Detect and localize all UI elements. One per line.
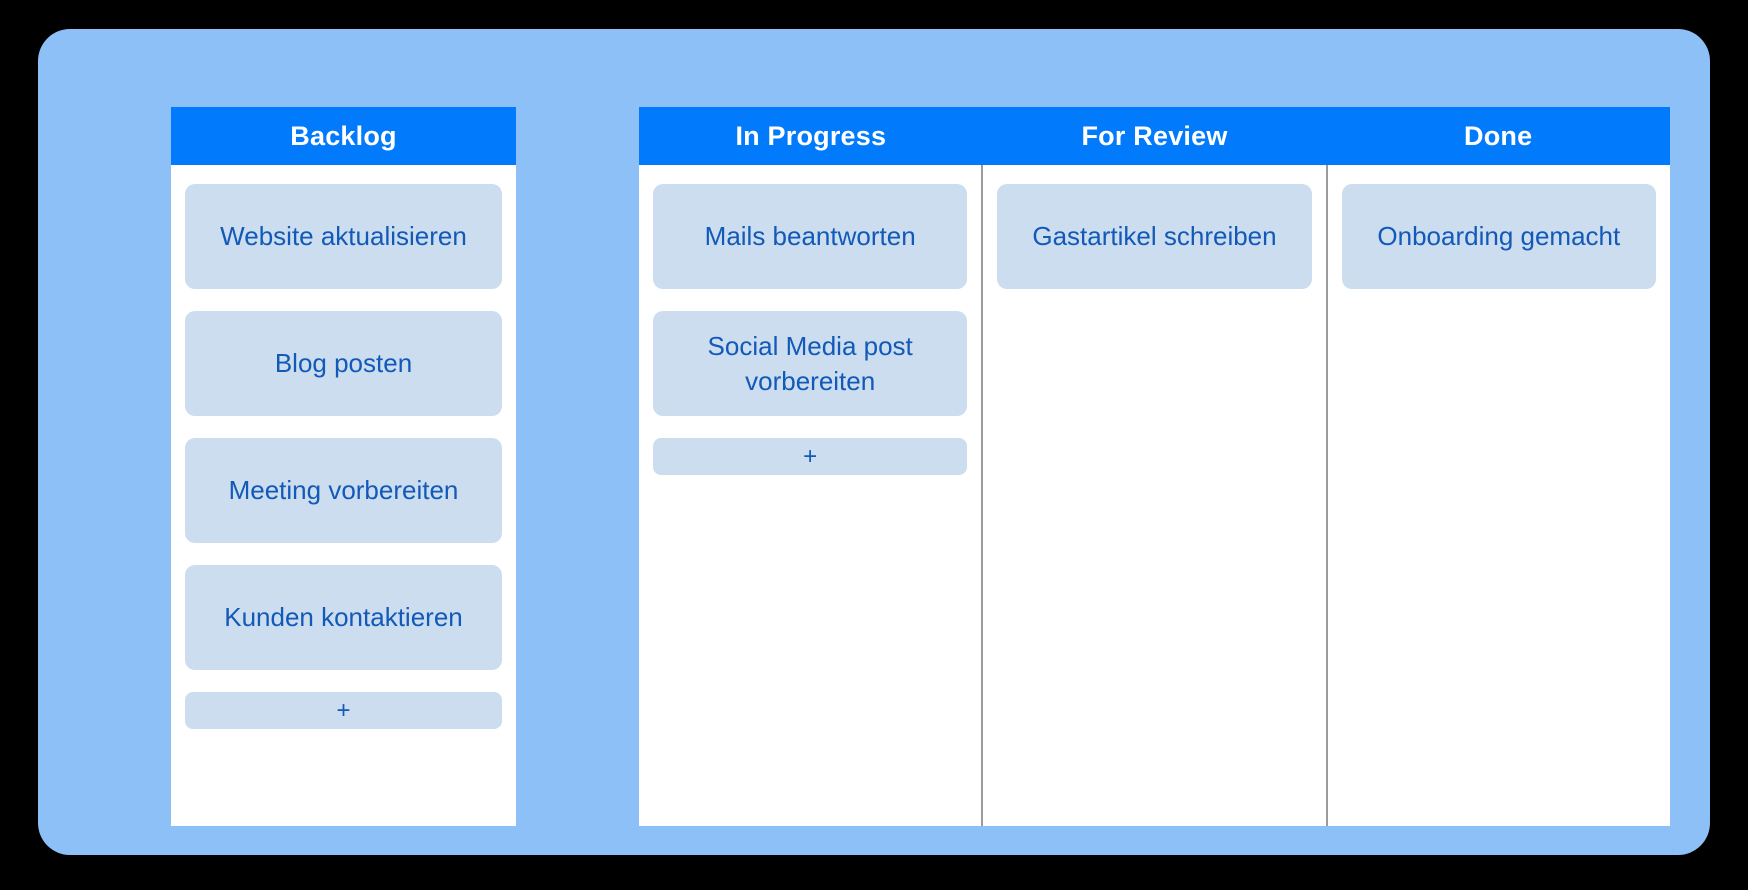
backlog-body-row: Website aktualisieren Blog posten Meetin… <box>171 165 516 826</box>
backlog-panel: Backlog Website aktualisieren Blog poste… <box>171 107 516 826</box>
column-body-backlog[interactable]: Website aktualisieren Blog posten Meetin… <box>171 165 516 826</box>
column-body-in-progress[interactable]: Mails beantworten Social Media post vorb… <box>639 165 981 826</box>
add-card-button-backlog[interactable]: + <box>185 692 502 729</box>
column-header-done[interactable]: Done <box>1464 120 1533 151</box>
column-body-for-review[interactable]: Gastartikel schreiben <box>981 165 1325 826</box>
task-card-title: Mails beantworten <box>704 221 916 252</box>
workflow-body-row: Mails beantworten Social Media post vorb… <box>639 165 1670 826</box>
task-card[interactable]: Gastartikel schreiben <box>997 184 1312 289</box>
task-card[interactable]: Website aktualisieren <box>185 184 502 289</box>
column-header-in-progress[interactable]: In Progress <box>735 120 887 151</box>
task-card[interactable]: Blog posten <box>185 311 502 416</box>
task-card[interactable]: Mails beantworten <box>653 184 968 289</box>
task-card-title: Kunden kontaktieren <box>224 602 463 633</box>
task-card-title: Meeting vorbereiten <box>228 475 459 506</box>
task-card[interactable]: Social Media post vorbereiten <box>653 311 968 416</box>
workflow-header-row: In Progress For Review Done <box>639 107 1670 165</box>
task-card-title: Blog posten <box>274 348 413 379</box>
task-card-title: Gastartikel schreiben <box>1032 221 1277 252</box>
column-header-backlog[interactable]: Backlog <box>290 120 397 151</box>
backlog-header-row: Backlog <box>171 107 516 165</box>
task-card[interactable]: Onboarding gemacht <box>1341 184 1656 289</box>
column-body-done[interactable]: Onboarding gemacht <box>1325 165 1670 826</box>
task-card[interactable]: Meeting vorbereiten <box>185 438 502 543</box>
task-card-title: Onboarding gemacht <box>1377 221 1621 252</box>
task-card[interactable]: Kunden kontaktieren <box>185 565 502 670</box>
add-card-button-in-progress[interactable]: + <box>653 438 968 475</box>
task-card-title: Website aktualisieren <box>220 221 467 252</box>
workflow-panel: In Progress For Review Done Mails beantw… <box>639 107 1670 826</box>
task-card-title: Social Media post vorbereiten <box>707 330 913 396</box>
column-header-for-review[interactable]: For Review <box>1081 120 1228 151</box>
board-surface: Backlog Website aktualisieren Blog poste… <box>38 29 1710 855</box>
